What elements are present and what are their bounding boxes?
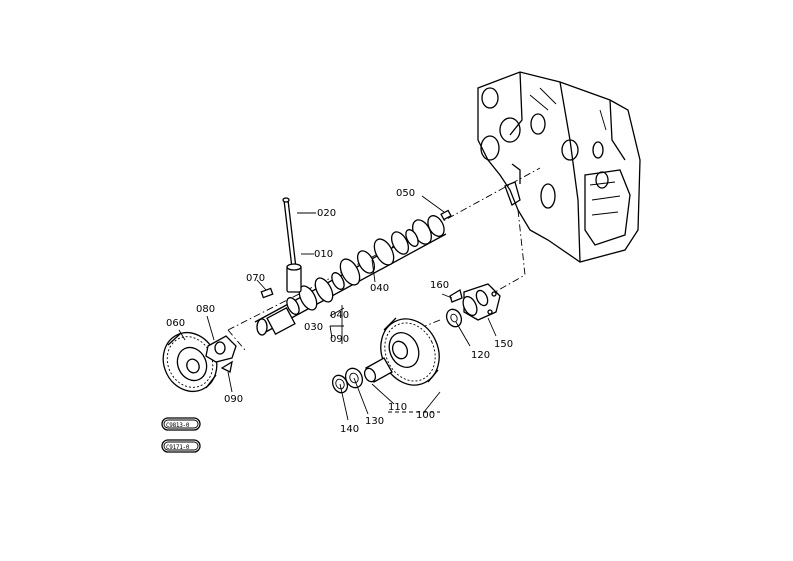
bolt-160: [449, 288, 463, 303]
callout-120: 120: [471, 350, 490, 361]
leader-lines: [178, 195, 497, 421]
idle-gear-shaft: [462, 283, 501, 321]
push-rod: [282, 197, 297, 269]
callout-040: 040: [370, 283, 389, 294]
callout-070: 070: [246, 273, 265, 284]
callout-labels: 020 010 070 040 050 080 060 090 040 030 …: [166, 188, 513, 435]
stamp-bottom-text: C9171-0: [166, 444, 190, 451]
callout-140: 140: [340, 424, 359, 435]
callout-110: 110: [388, 402, 407, 413]
screw-090: [220, 360, 233, 373]
callout-130: 130: [365, 416, 384, 427]
collar-120: [445, 308, 463, 328]
thrust-plate: [205, 335, 237, 363]
callout-160: 160: [430, 280, 449, 291]
callout-100: 100: [416, 410, 435, 421]
bolt-070: [260, 287, 274, 299]
reference-stamp-top: C9813-0: [161, 417, 201, 431]
callout-090: 090: [224, 394, 243, 405]
engine-block: [477, 71, 641, 263]
assembly-axis-lines: [227, 167, 541, 351]
reference-stamp-bottom: C9171-0: [161, 439, 201, 453]
callout-060: 060: [166, 318, 185, 329]
cam-gear: [162, 332, 218, 392]
stamp-top-text: C9813-0: [166, 422, 190, 429]
callout-030: 030: [304, 322, 323, 333]
callout-040-sub: 040: [330, 310, 349, 321]
callout-020: 020: [317, 208, 336, 219]
callout-010: 010: [314, 249, 333, 260]
tappet: [286, 263, 302, 293]
callout-090-sub: 090: [330, 334, 349, 345]
plug-050: [440, 209, 452, 221]
callout-050: 050: [396, 188, 415, 199]
idle-gear: [380, 317, 440, 386]
callout-150: 150: [494, 339, 513, 350]
idle-gear-bushing: [363, 357, 393, 383]
camshaft: [254, 215, 447, 336]
callout-080: 080: [196, 304, 215, 315]
